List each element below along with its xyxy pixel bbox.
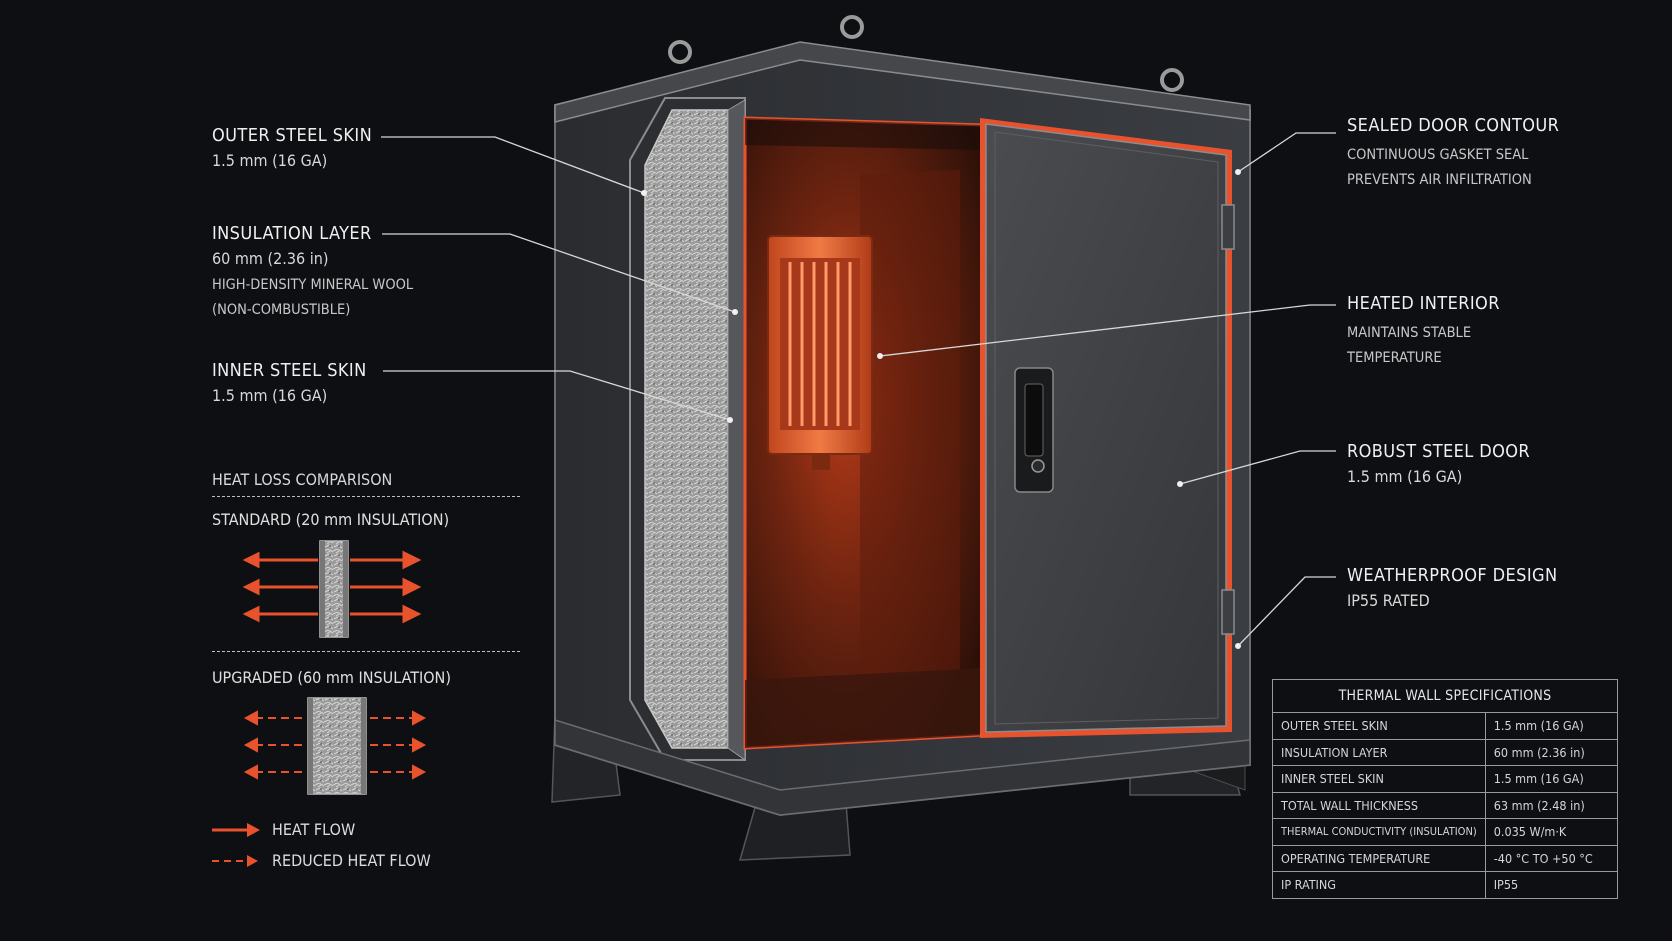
comparison-divider — [212, 651, 520, 652]
callout-title: INSULATION LAYER — [212, 223, 372, 244]
steel-door — [985, 123, 1227, 733]
spec-label: THERMAL CONDUCTIVITY (INSULATION) — [1272, 818, 1486, 846]
table-row: IP RATING IP55 — [1272, 871, 1619, 899]
callout-title: INNER STEEL SKIN — [212, 360, 367, 381]
table-row: INNER STEEL SKIN 1.5 mm (16 GA) — [1272, 765, 1619, 793]
thermal-wall-specifications-table: THERMAL WALL SPECIFICATIONS OUTER STEEL … — [1272, 679, 1619, 899]
table-row: THERMAL CONDUCTIVITY (INSULATION) 0.035 … — [1272, 818, 1619, 846]
legend-reduced-heat-flow-arrow — [212, 855, 258, 867]
reduced-heat-flow-arrows-upgraded — [243, 710, 427, 780]
lifting-eyes — [668, 15, 1184, 92]
callout-desc: TEMPERATURE — [1347, 350, 1442, 366]
table-header-row: THERMAL WALL SPECIFICATIONS — [1272, 679, 1618, 713]
spec-label: INSULATION LAYER — [1272, 738, 1486, 766]
spec-label: TOTAL WALL THICKNESS — [1272, 791, 1486, 819]
spec-label: IP RATING — [1272, 871, 1486, 899]
callout-inner-steel-skin: INNER STEEL SKIN 1.5 mm (16 GA) — [212, 360, 367, 410]
callout-value: IP55 RATED — [1347, 591, 1430, 610]
callout-title: HEATED INTERIOR — [1347, 293, 1500, 314]
spec-value: -40 °C TO +50 °C — [1484, 844, 1619, 872]
callout-value: 1.5 mm (16 GA) — [212, 151, 328, 170]
callout-value: 1.5 mm (16 GA) — [212, 386, 328, 405]
callout-desc: HIGH-DENSITY MINERAL WOOL — [212, 277, 414, 293]
spec-value: 63 mm (2.48 in) — [1484, 791, 1619, 819]
table-row: OUTER STEEL SKIN 1.5 mm (16 GA) — [1272, 712, 1619, 740]
callout-title: OUTER STEEL SKIN — [212, 125, 373, 146]
spec-value: 0.035 W/m·K — [1484, 818, 1619, 846]
callout-desc: MAINTAINS STABLE — [1347, 325, 1472, 341]
spec-label: OUTER STEEL SKIN — [1272, 712, 1486, 740]
spec-label: INNER STEEL SKIN — [1272, 765, 1486, 793]
callout-insulation-layer: INSULATION LAYER 60 mm (2.36 in) HIGH-DE… — [212, 223, 413, 323]
callout-desc: CONTINUOUS GASKET SEAL — [1347, 147, 1529, 163]
callout-title: SEALED DOOR CONTOUR — [1347, 115, 1560, 136]
standard-insulation-sample — [319, 540, 349, 638]
legend-heat-flow-arrow — [212, 823, 260, 837]
callout-value: 60 mm (2.36 in) — [212, 249, 329, 268]
spec-value: 60 mm (2.36 in) — [1484, 738, 1619, 766]
spec-value: IP55 — [1484, 871, 1619, 899]
callout-value: 1.5 mm (16 GA) — [1347, 467, 1463, 486]
spec-value: 1.5 mm (16 GA) — [1484, 712, 1619, 740]
insulation-layer — [644, 109, 729, 749]
cabinet-plinth — [554, 718, 1251, 816]
door-handle — [1014, 367, 1054, 493]
legend-reduced-heat-flow-label: REDUCED HEAT FLOW — [272, 851, 431, 870]
callout-desc: (NON-COMBUSTIBLE) — [212, 302, 351, 318]
cabinet-roof — [554, 41, 1251, 123]
leader-dots — [641, 169, 1241, 649]
callout-robust-steel-door: ROBUST STEEL DOOR 1.5 mm (16 GA) — [1347, 441, 1530, 491]
inner-steel-skin — [727, 99, 746, 761]
callout-title: WEATHERPROOF DESIGN — [1347, 565, 1558, 586]
comparison-title: HEAT LOSS COMPARISON — [212, 470, 393, 489]
callout-sealed-door-contour: SEALED DOOR CONTOUR CONTINUOUS GASKET SE… — [1347, 115, 1559, 193]
table-row: INSULATION LAYER 60 mm (2.36 in) — [1272, 738, 1619, 766]
callout-title: ROBUST STEEL DOOR — [1347, 441, 1531, 462]
table-title: THERMAL WALL SPECIFICATIONS — [1272, 679, 1618, 713]
callout-desc: PREVENTS AIR INFILTRATION — [1347, 172, 1532, 188]
spec-value: 1.5 mm (16 GA) — [1484, 765, 1619, 793]
upgraded-insulation-sample — [307, 697, 367, 795]
table-row: OPERATING TEMPERATURE -40 °C TO +50 °C — [1272, 844, 1619, 872]
comparison-standard-label: STANDARD (20 mm INSULATION) — [212, 510, 450, 529]
callout-heated-interior: HEATED INTERIOR MAINTAINS STABLE TEMPERA… — [1347, 293, 1500, 371]
heat-flow-arrows-standard — [242, 550, 422, 624]
heater-unit — [767, 235, 873, 470]
legend-heat-flow-label: HEAT FLOW — [272, 820, 356, 839]
comparison-divider — [212, 496, 520, 497]
door-hinges — [1221, 204, 1235, 635]
callout-weatherproof-design: WEATHERPROOF DESIGN IP55 RATED — [1347, 565, 1557, 615]
callout-outer-steel-skin: OUTER STEEL SKIN 1.5 mm (16 GA) — [212, 125, 372, 175]
table-row: TOTAL WALL THICKNESS 63 mm (2.48 in) — [1272, 791, 1619, 819]
comparison-upgraded-label: UPGRADED (60 mm INSULATION) — [212, 668, 451, 687]
leader-lines — [381, 132, 1336, 647]
spec-label: OPERATING TEMPERATURE — [1272, 844, 1486, 872]
